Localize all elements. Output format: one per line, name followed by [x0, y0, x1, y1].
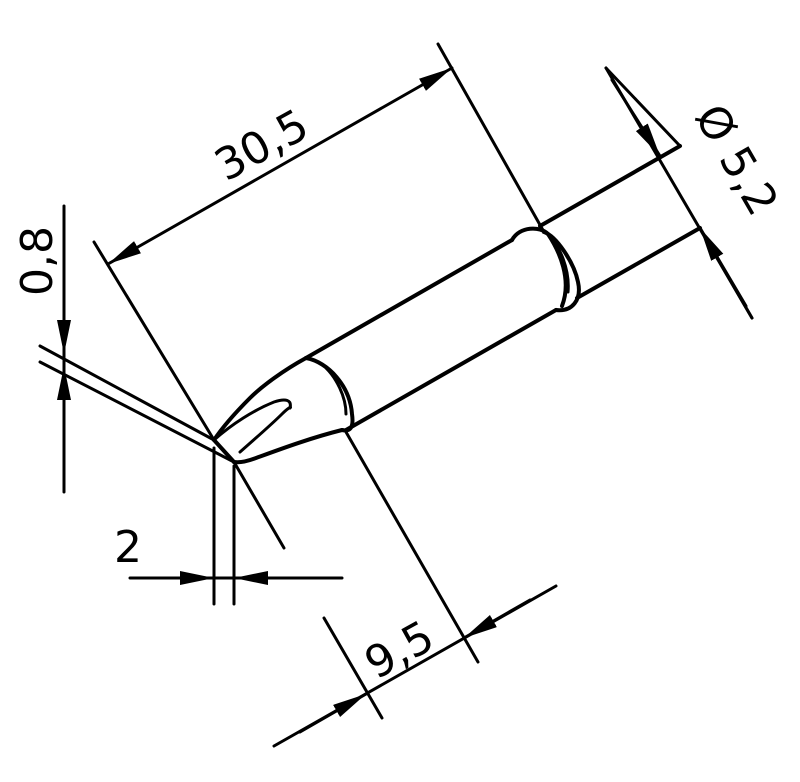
dimension-tip-length: 9,5: [272, 430, 558, 748]
blade-width-label: 2: [114, 522, 142, 573]
dimension-tip-width: 0,8: [12, 204, 236, 494]
tip-length-arrow-right: [462, 598, 532, 640]
tip-width-extension-upper: [38, 344, 216, 442]
diameter-arrow-upper: [610, 78, 662, 158]
shank-upper-edge: [538, 144, 682, 228]
collar-ring-inner: [546, 232, 570, 294]
body-lower-edge: [344, 308, 558, 432]
tip-length-label: 9,5: [357, 611, 443, 690]
tip-body: [212, 144, 702, 465]
dimension-blade-width: 2: [114, 446, 344, 606]
body-end-ring-inner: [324, 366, 348, 416]
body-upper-edge: [304, 238, 514, 360]
tip-length-arrow-left: [298, 692, 368, 734]
length-extension-left: [92, 240, 216, 442]
collar-ring-right: [542, 230, 581, 313]
dimension-length: 30,5: [92, 42, 546, 442]
blade-flat-tip: [212, 438, 236, 464]
tip-length-extension-upper: [344, 430, 480, 664]
length-dimension-line: [106, 66, 454, 266]
body-end-ring: [304, 356, 355, 433]
cone-upper-edge: [212, 356, 308, 442]
diameter-extension-upper: [604, 66, 682, 148]
tip-width-label: 0,8: [12, 226, 63, 296]
blade-facet-upper: [212, 398, 292, 442]
cone-lower-edge: [232, 428, 344, 465]
diameter-label: Ø 5,2: [684, 96, 787, 224]
diameter-arrow-lower: [698, 226, 748, 308]
dimension-diameter: Ø 5,2: [604, 66, 788, 320]
tip-length-extension-lower: [322, 616, 384, 720]
blade-extension-diag: [232, 460, 286, 550]
length-extension-right: [436, 42, 546, 234]
shank-lower-edge: [575, 226, 702, 300]
tip-width-extension-lower: [38, 360, 236, 464]
blade-facet-lower: [238, 405, 292, 454]
